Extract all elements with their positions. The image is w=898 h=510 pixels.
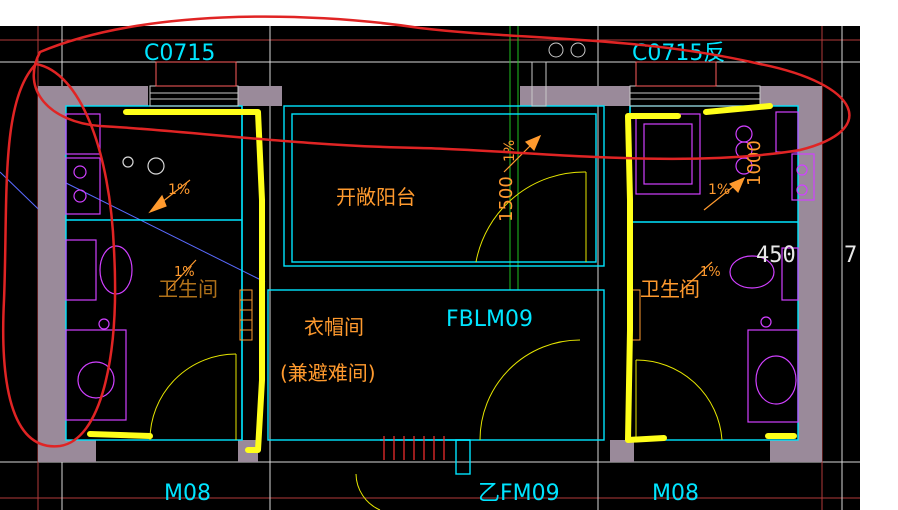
walls (38, 86, 822, 462)
door-label-right: M08 (652, 481, 699, 506)
slope-arrows (122, 134, 746, 293)
dimension-label-cut: 7 (844, 243, 857, 268)
yellow-markup-lines[interactable] (87, 103, 797, 453)
window-label-left: C0715 (144, 41, 215, 66)
window-symbols (149, 42, 761, 107)
slope-pct-bathroom-left: 1% (174, 265, 195, 280)
refuge-room-label: (兼避难间) (280, 361, 376, 385)
cloakroom-label: 衣帽间 (304, 315, 364, 339)
dimension-label: 450 (756, 243, 796, 268)
slope-pct-bathroom-right: 1% (700, 265, 721, 280)
slope-length-label: 1500 (496, 176, 517, 222)
bathroom-label-right: 卫生间 (640, 277, 700, 301)
slope-length-label-right: 1000 (744, 140, 765, 186)
fire-door-label: FBLM09 (446, 307, 533, 332)
door-swings (149, 171, 723, 510)
slope-pct-left: 1% (168, 182, 190, 198)
door-marks (383, 436, 445, 460)
door-label-left: M08 (164, 481, 211, 506)
slope-pct-center: 1% (502, 140, 518, 162)
balcony-label: 开敞阳台 (336, 185, 416, 209)
door-label-bottom: 乙FM09 (478, 481, 560, 506)
slope-pct-right: 1% (708, 182, 730, 198)
bathroom-label-left: 卫生间 (158, 277, 218, 301)
red-markup-circles[interactable] (1, 15, 851, 448)
